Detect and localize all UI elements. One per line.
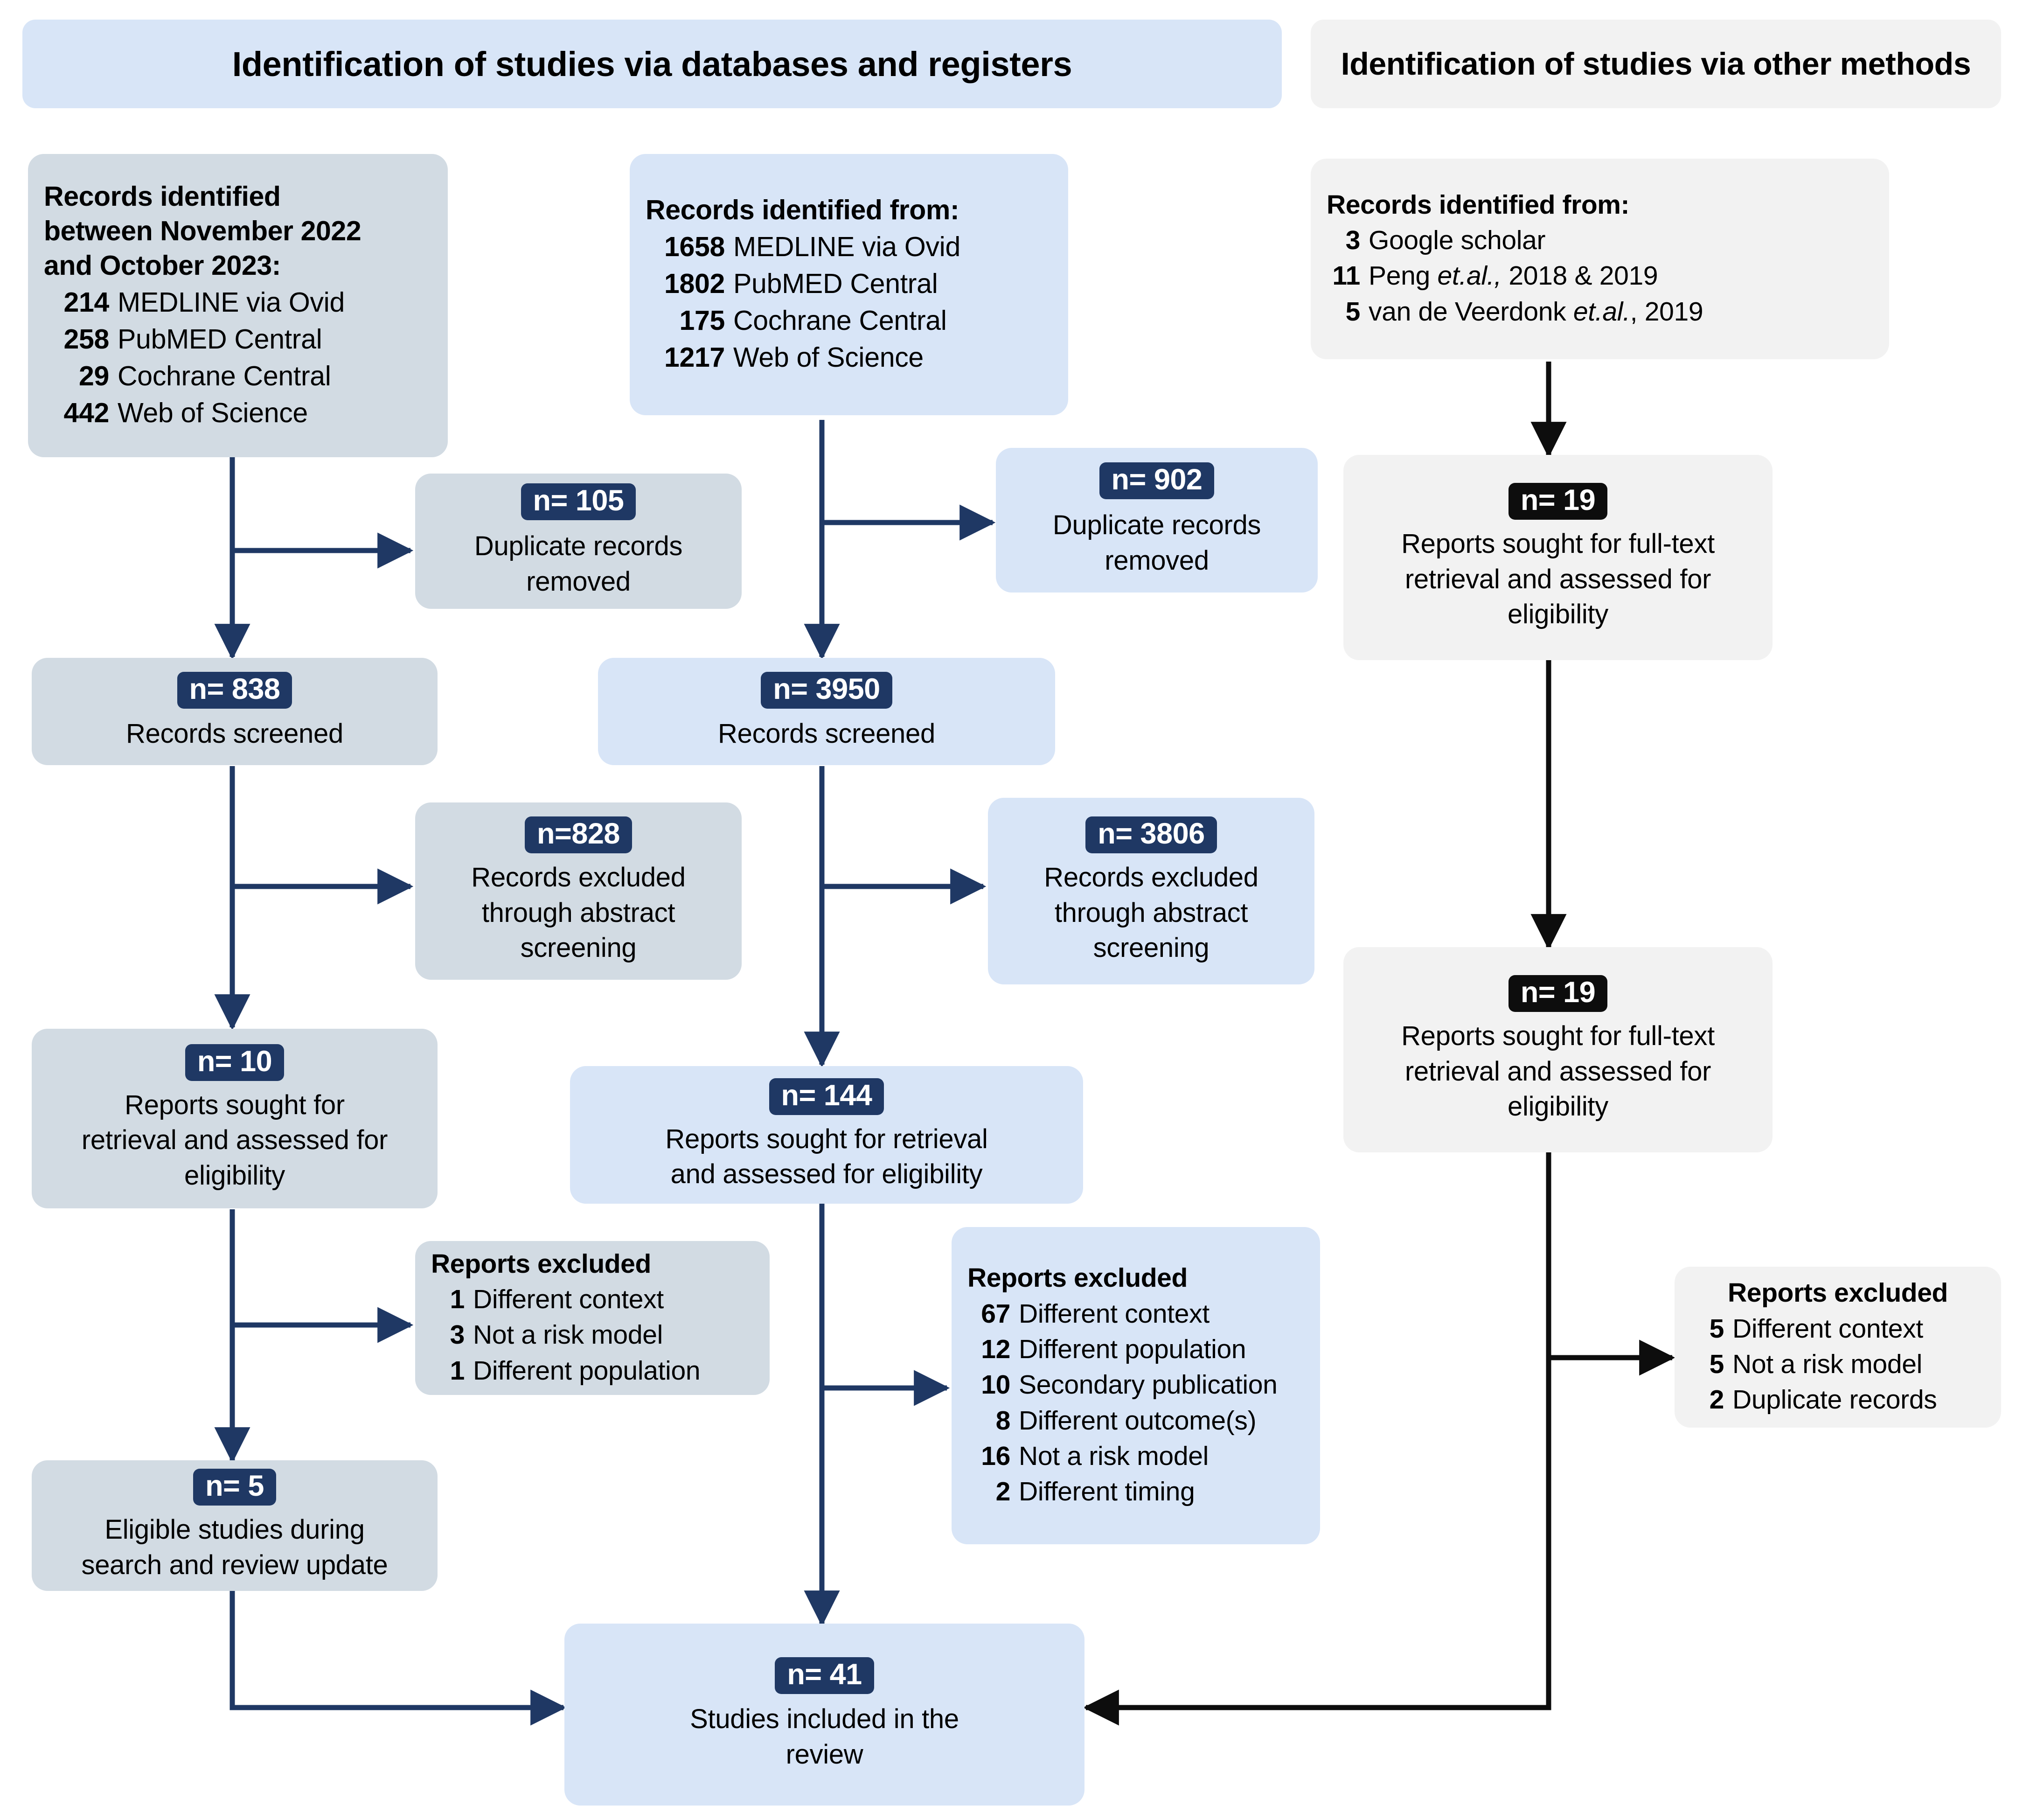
list-item: 1802 PubMED Central: [664, 268, 938, 299]
records-identified-original-box: Records identified from: 1658 MEDLINE vi…: [630, 154, 1068, 415]
status-badge: n= 41: [775, 1657, 874, 1694]
status-badge: n= 3950: [761, 671, 892, 709]
list-item: 1658 MEDLINE via Ovid: [664, 231, 960, 262]
header-other-label: Identification of studies via other meth…: [1341, 46, 1971, 82]
list-item: 1217 Web of Science: [664, 342, 924, 373]
list-item: 175 Cochrane Central: [679, 305, 947, 336]
list-item: 11 Peng et.al., 2018 & 2019: [1332, 261, 1658, 291]
list-item: 3 Google scholar: [1345, 225, 1546, 256]
reports-excluded-other-box: Reports excluded 5 Different context 5 N…: [1675, 1267, 2001, 1428]
other-title: Records identified from:: [1327, 189, 1630, 220]
list-item: 10 Secondary publication: [981, 1370, 1278, 1400]
original-title: Records identified from:: [646, 195, 959, 226]
list-item: 3 Not a risk model: [450, 1320, 663, 1350]
status-badge: n= 5: [193, 1469, 276, 1506]
records-identified-update-box: Records identified between November 2022…: [28, 154, 448, 457]
list-item: 1 Different population: [450, 1355, 701, 1386]
list-item: 8 Different outcome(s): [995, 1405, 1257, 1436]
records-identified-other-box: Records identified from: 3 Google schola…: [1311, 159, 1889, 359]
list-item: 2 Different timing: [995, 1477, 1195, 1507]
list-item: 442 Web of Science: [63, 397, 308, 428]
list-item: 12 Different population: [981, 1334, 1246, 1364]
list-item: 5 Not a risk model: [1709, 1349, 1923, 1379]
list-item: 29 Cochrane Central: [78, 360, 331, 391]
records-screened-left-box: n= 838 Records screened: [32, 658, 438, 765]
reports-excluded-mid-title: Reports excluded: [967, 1263, 1188, 1293]
list-item: 1 Different context: [450, 1284, 664, 1315]
list-item: 5 van de Veerdonk et.al., 2019: [1345, 296, 1703, 327]
screened-mid-caption: Records screened: [718, 718, 935, 749]
status-badge: n= 838: [177, 671, 292, 709]
reports-excluded-other-title: Reports excluded: [1728, 1278, 1948, 1308]
update-title: Records identified between November 2022…: [44, 181, 361, 281]
status-badge: n= 144: [769, 1078, 884, 1115]
reports-excluded-left-title: Reports excluded: [431, 1248, 651, 1279]
list-item: 2 Duplicate records: [1709, 1385, 1937, 1415]
list-item: 16 Not a risk model: [981, 1441, 1209, 1471]
status-badge: n= 19: [1508, 975, 1608, 1012]
status-badge: n= 3806: [1085, 816, 1217, 854]
reports-excluded-mid-box: Reports excluded 67 Different context 12…: [952, 1227, 1320, 1544]
status-badge: n= 902: [1099, 462, 1215, 500]
list-item: 214 MEDLINE via Ovid: [63, 286, 345, 318]
list-item: 258 PubMED Central: [63, 323, 322, 355]
status-badge: n= 105: [521, 483, 636, 521]
list-item: 5 Different context: [1709, 1313, 1924, 1344]
header-other-methods: Identification of studies via other meth…: [1311, 20, 2001, 108]
reports-excluded-left-box: Reports excluded 1 Different context 3 N…: [415, 1241, 770, 1395]
status-badge: n= 19: [1508, 483, 1608, 520]
records-screened-mid-box: n= 3950 Records screened: [598, 658, 1055, 765]
header-databases-registers: Identification of studies via databases …: [22, 20, 1282, 108]
status-badge: n= 10: [185, 1044, 285, 1081]
list-item: 67 Different context: [981, 1298, 1210, 1329]
screened-left-caption: Records screened: [126, 718, 343, 749]
header-databases-label: Identification of studies via databases …: [232, 44, 1072, 84]
status-badge: n=828: [525, 816, 632, 854]
